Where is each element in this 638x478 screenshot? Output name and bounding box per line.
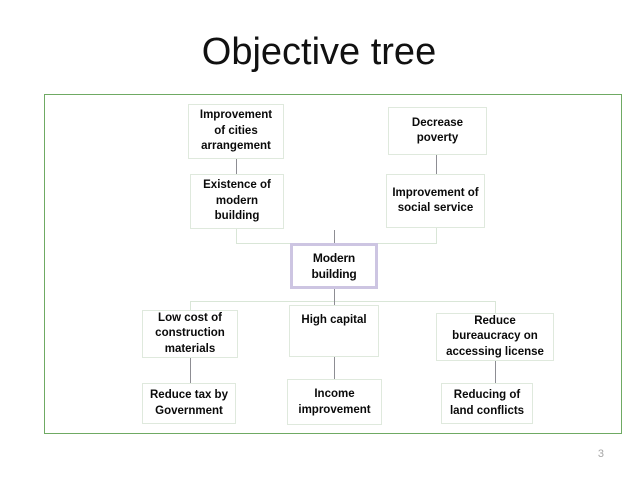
node-label: Modern building (311, 251, 357, 281)
node-label: Reduce tax by Government (150, 389, 228, 417)
page-title: Objective tree (201, 31, 437, 73)
node-label: Income improvement (298, 388, 371, 416)
node-low-cost-of-construction-materials[interactable]: Low cost of construction materials (142, 310, 238, 358)
node-label: Low cost of construction materials (155, 311, 225, 355)
page-number: 3 (597, 448, 604, 460)
connector-modern-to-bar (334, 289, 335, 301)
node-high-capital[interactable]: High capital (289, 305, 379, 357)
connector-social-stub (436, 228, 437, 243)
connector-drop-to-modern (334, 230, 335, 244)
connector-distribution-bar (190, 301, 496, 302)
node-label: High capital (301, 314, 367, 326)
node-reducing-of-land-conflicts[interactable]: Reducing of land conflicts (441, 383, 533, 424)
connector-bureaucracy-to-landconflicts (495, 361, 496, 383)
connector-poverty-to-social (436, 155, 437, 181)
diagram-frame (44, 94, 622, 434)
node-label: Decrease poverty (411, 116, 464, 145)
node-improvement-of-social-service[interactable]: Improvement of social service (386, 174, 485, 228)
connector-bar-to-lowcost (190, 301, 191, 310)
connector-existence-stub (236, 229, 237, 243)
connector-lowcost-to-reducetax (190, 358, 191, 383)
node-label: Reducing of land conflicts (449, 389, 525, 417)
node-decrease-poverty[interactable]: Decrease poverty (388, 107, 487, 155)
node-modern-building[interactable]: Modern building (290, 243, 378, 289)
node-existence-of-modern-building[interactable]: Existence of modern building (190, 174, 284, 229)
connector-bar-to-highcapital (334, 297, 335, 305)
node-improvement-of-cities-arrangement[interactable]: Improvement of cities arrangement (188, 104, 284, 159)
node-reduce-tax-by-government[interactable]: Reduce tax by Government (142, 383, 236, 424)
connector-highcapital-to-income (334, 357, 335, 379)
connector-bar-to-bureaucracy (495, 301, 496, 313)
node-reduce-bureaucracy-on-accessing-license[interactable]: Reduce bureaucracy on accessing license (436, 313, 554, 361)
node-label: Improvement of social service (392, 186, 479, 215)
connector-cities-to-existence (236, 159, 237, 182)
node-income-improvement[interactable]: Income improvement (287, 379, 382, 425)
node-label: Existence of modern building (203, 179, 271, 223)
node-label: Improvement of cities arrangement (199, 109, 273, 153)
node-label: Reduce bureaucracy on accessing license (446, 314, 544, 358)
